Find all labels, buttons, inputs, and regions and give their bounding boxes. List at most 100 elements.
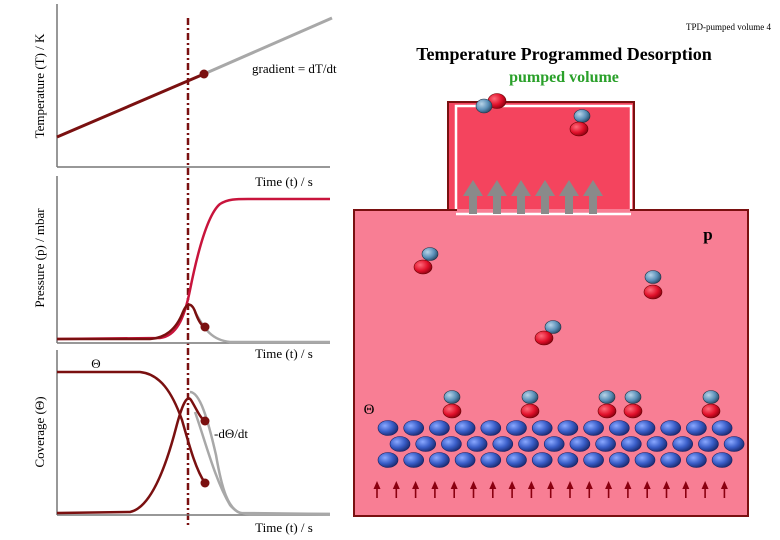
gradient-annotation: gradient = dT/dt xyxy=(252,61,337,76)
substrate-atom xyxy=(698,436,719,452)
heat-arrow-head xyxy=(412,481,420,489)
substrate-atom xyxy=(429,420,450,436)
substrate-atom xyxy=(531,420,553,436)
substrate-atom xyxy=(506,452,527,468)
heat-arrow-head xyxy=(701,481,709,489)
heat-arrow-head xyxy=(489,481,497,489)
heat-arrow-head xyxy=(720,481,728,489)
pump-arrow-icon xyxy=(559,180,579,214)
substrate-lattice xyxy=(377,420,745,468)
substrate-atom xyxy=(608,452,630,468)
coverage-rate-label: -dΘ/dt xyxy=(214,426,248,441)
temperature-panel: Temperature (T) / K Time (t) / s gradien… xyxy=(32,4,337,189)
temperature-ylabel: Temperature (T) / K xyxy=(32,33,47,138)
substrate-atom xyxy=(569,436,591,452)
heating-arrows xyxy=(373,481,728,498)
rate-grey-curve xyxy=(189,390,331,516)
substrate-atom xyxy=(403,420,425,436)
gas-molecule xyxy=(475,93,507,114)
pressure-marker-dot xyxy=(200,322,210,332)
substrate-atom xyxy=(531,452,553,468)
vacuum-chamber: p Θ xyxy=(353,93,749,517)
substrate-atom xyxy=(620,436,642,452)
substrate-atom xyxy=(441,436,462,452)
gas-molecule xyxy=(413,247,439,275)
substrate-atom xyxy=(723,436,745,452)
substrate-atom xyxy=(454,420,476,436)
substrate-atom xyxy=(711,420,733,436)
substrate-atom xyxy=(429,452,450,468)
substrate-atom xyxy=(543,436,565,452)
adsorbed-molecule xyxy=(520,390,540,419)
substrate-atom xyxy=(660,452,682,468)
substrate-atom xyxy=(518,436,539,452)
substrate-atom xyxy=(454,452,476,468)
pump-arrows xyxy=(463,180,603,214)
desorption-rate-curve xyxy=(56,397,206,515)
coverage-ylabel: Coverage (Θ) xyxy=(32,396,47,467)
substrate-atom xyxy=(415,436,437,452)
heat-arrow-head xyxy=(527,481,535,489)
temperature-ramp-future xyxy=(203,16,333,76)
substrate-atom xyxy=(480,452,502,468)
gas-molecule xyxy=(643,270,663,300)
temperature-xlabel: Time (t) / s xyxy=(255,174,313,189)
heat-arrow-head xyxy=(547,481,555,489)
pump-arrow-icon xyxy=(463,180,483,214)
substrate-atom xyxy=(480,420,502,436)
gas-molecule xyxy=(569,109,591,137)
substrate-atom xyxy=(672,436,694,452)
substrate-atom xyxy=(634,420,656,436)
substrate-atom xyxy=(492,436,514,452)
heat-arrow-head xyxy=(470,481,477,489)
substrate-atom xyxy=(646,436,668,452)
pressure-symbol: p xyxy=(703,225,712,244)
substrate-atom xyxy=(377,452,399,468)
heat-arrow-head xyxy=(450,481,458,489)
substrate-atom xyxy=(686,452,707,468)
pressure-sigmoid-curve xyxy=(56,197,330,341)
substrate-atom xyxy=(711,452,733,468)
heat-arrow-head xyxy=(566,481,574,489)
substrate-atom xyxy=(506,420,527,436)
heat-arrow-head xyxy=(392,481,400,489)
substrate-atom xyxy=(660,420,682,436)
heat-arrow-head xyxy=(373,481,381,489)
pressure-ylabel: Pressure (p) / mbar xyxy=(32,208,47,308)
heat-arrow-head xyxy=(605,481,613,489)
heat-arrow-head xyxy=(643,481,651,489)
page-title: Temperature Programmed Desorption xyxy=(416,44,712,64)
substrate-atom xyxy=(389,436,411,452)
heat-arrow-head xyxy=(431,481,439,489)
chamber-theta-label: Θ xyxy=(364,402,375,418)
coverage-panel: Coverage (Θ) Time (t) / s Θ -dΘ/dt xyxy=(32,350,331,535)
heat-arrow-head xyxy=(624,481,632,489)
pump-arrow-icon xyxy=(487,180,507,214)
pressure-panel: Pressure (p) / mbar Time (t) / s xyxy=(32,176,330,361)
adsorbed-molecule xyxy=(623,390,643,419)
pressure-peak-curve xyxy=(57,303,206,341)
slide-label: TPD-pumped volume 4 xyxy=(686,22,771,32)
temperature-marker-dot xyxy=(199,69,209,79)
substrate-atom xyxy=(403,452,425,468)
page-subtitle: pumped volume xyxy=(509,69,619,86)
pressure-xlabel: Time (t) / s xyxy=(255,346,313,361)
substrate-atom xyxy=(583,420,604,436)
substrate-atom xyxy=(557,452,579,468)
heat-arrow-head xyxy=(585,481,593,489)
coverage-marker-dot-2 xyxy=(200,478,210,488)
substrate-atom xyxy=(634,452,656,468)
pump-arrow-icon xyxy=(535,180,555,214)
pressure-peak-grey xyxy=(193,311,330,344)
main-chamber-box xyxy=(353,209,749,517)
pump-arrow-icon xyxy=(583,180,603,214)
heat-arrow-head xyxy=(663,481,670,489)
gas-molecule xyxy=(534,320,562,346)
pump-arrow-icon xyxy=(511,180,531,214)
substrate-atom xyxy=(377,420,399,436)
adsorbed-molecule xyxy=(442,390,462,419)
adsorbed-molecule xyxy=(701,390,721,419)
substrate-atom xyxy=(557,420,579,436)
adsorbed-molecules xyxy=(442,390,721,419)
